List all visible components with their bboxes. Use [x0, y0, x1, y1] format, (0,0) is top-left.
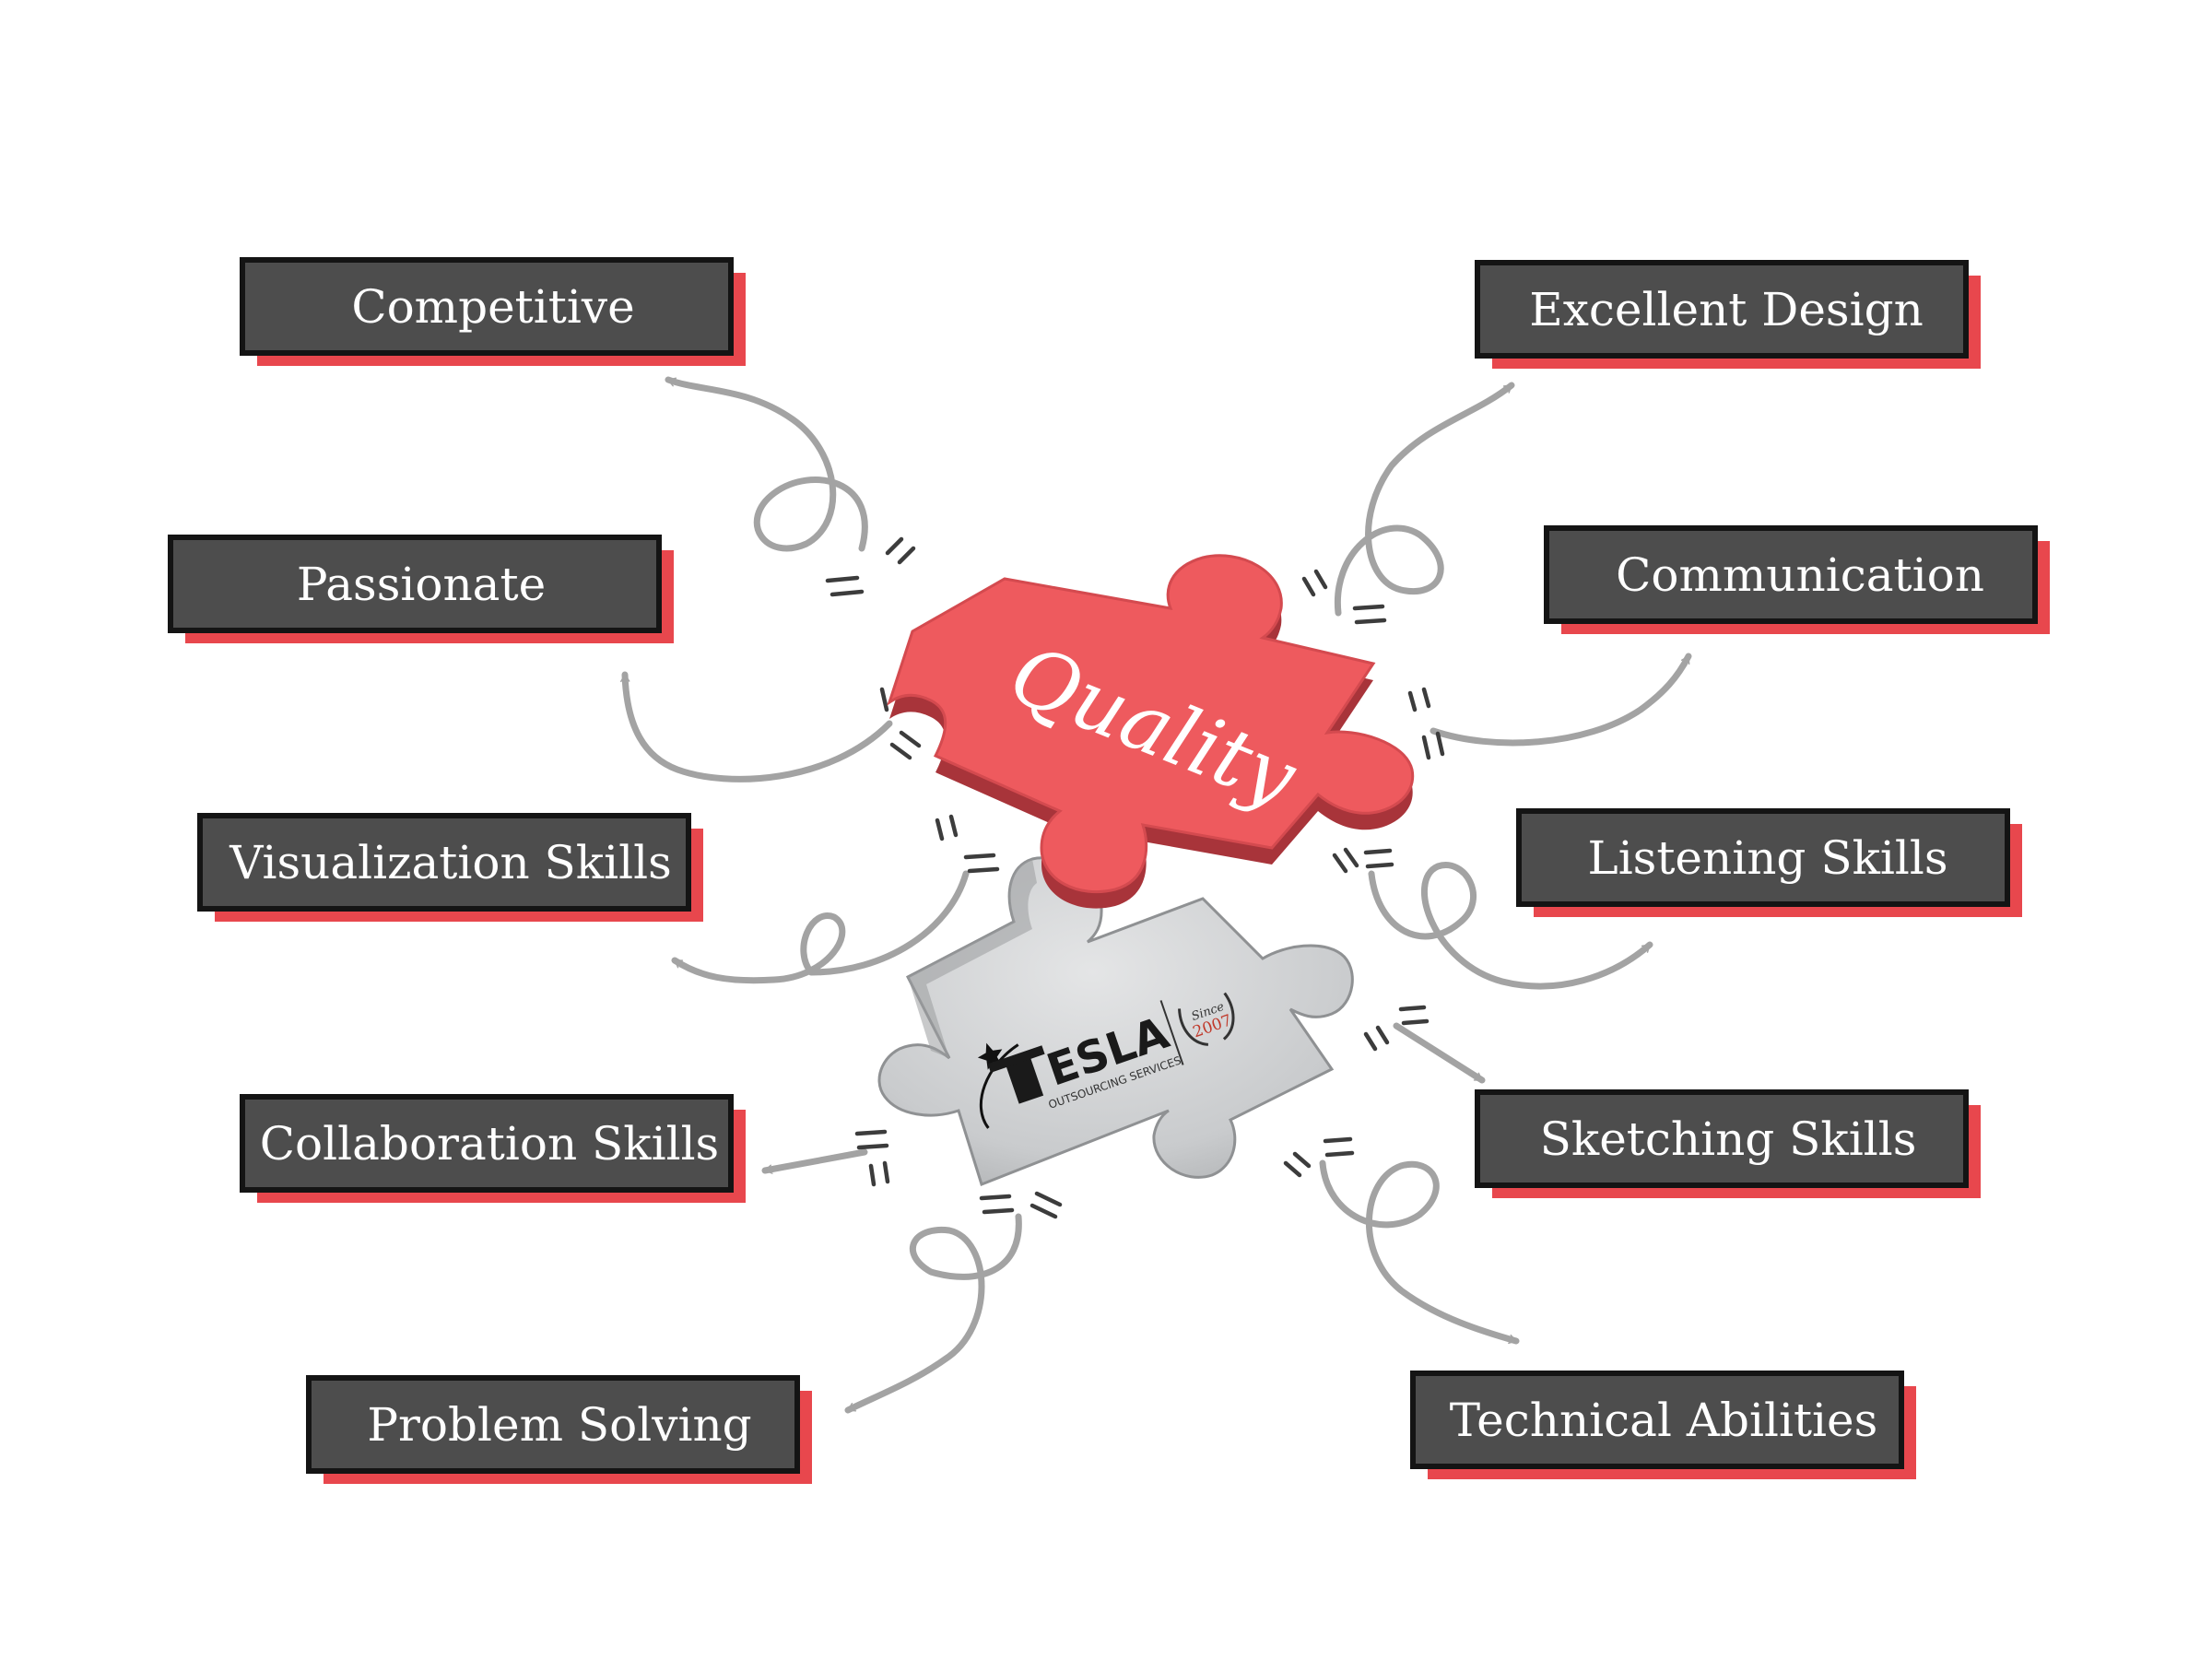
- label-box: [1475, 260, 1969, 359]
- label-excellent-design: Excellent Design: [1475, 260, 1981, 369]
- label-box: [168, 535, 662, 633]
- label-visualization-skills: Visualization Skills: [197, 813, 703, 922]
- tick-mark: [963, 853, 1000, 874]
- logo-swoosh-icon: [979, 1043, 1019, 1129]
- label-box: [1410, 1371, 1904, 1469]
- puzzle-hole-inner-wall: [908, 859, 1037, 1058]
- label-box: [1475, 1089, 1969, 1188]
- arrow-to-problem-solving: [844, 1213, 1022, 1414]
- arrow-to-communication: [1430, 653, 1692, 747]
- logo-laurel-icon: [1178, 992, 1235, 1046]
- label-box: [240, 1094, 734, 1193]
- arrow-to-excellent-design: [1334, 382, 1515, 617]
- arrow-to-technical-abilities: [1319, 1159, 1520, 1345]
- logo-divider: [1159, 1000, 1184, 1065]
- label-technical-abilities: Technical Abilities: [1410, 1371, 1916, 1479]
- label-box: [197, 813, 691, 912]
- label-communication: Communication: [1544, 525, 2050, 634]
- label-text: Sketching Skills: [1540, 1112, 1917, 1166]
- tick-mark: [1363, 1025, 1390, 1052]
- label-text: Problem Solving: [367, 1398, 751, 1452]
- label-text: Technical Abilities: [1450, 1394, 1878, 1447]
- tick-mark: [868, 1160, 890, 1187]
- arrow-to-sketching-skills: [1393, 1022, 1486, 1084]
- label-listening-skills: Listening Skills: [1516, 808, 2022, 917]
- label-collaboration-skills: Collaboration Skills: [240, 1094, 746, 1203]
- logo-t-mark: [1005, 1053, 1044, 1104]
- tick-mark: [1301, 569, 1328, 597]
- label-sketching-skills: Sketching Skills: [1475, 1089, 1981, 1198]
- tick-mark: [1407, 687, 1431, 712]
- motion-ticks: [825, 536, 1445, 1219]
- label-box: [1516, 808, 2010, 907]
- arrow-to-competitive: [665, 376, 868, 552]
- label-text: Collaboration Skills: [260, 1117, 719, 1171]
- tick-mark: [1332, 847, 1359, 874]
- tick-mark: [889, 730, 922, 760]
- tick-mark: [854, 1129, 889, 1150]
- label-text: Competitive: [351, 280, 634, 334]
- label-passionate: Passionate: [168, 535, 674, 643]
- label-problem-solving: Problem Solving: [306, 1375, 812, 1484]
- tick-mark: [885, 536, 916, 565]
- label-box: [306, 1375, 800, 1474]
- arrow-to-visualization-skills: [671, 870, 970, 984]
- arrow-to-listening-skills: [1368, 862, 1653, 990]
- label-text: Passionate: [297, 558, 546, 611]
- label-competitive: Competitive: [240, 257, 746, 366]
- tick-mark: [825, 575, 865, 597]
- label-box: [1544, 525, 2038, 624]
- label-text: Communication: [1616, 548, 1984, 602]
- tick-mark: [1352, 604, 1387, 625]
- quality-puzzle-piece: Quality: [887, 554, 1415, 909]
- tick-mark: [1323, 1136, 1355, 1158]
- puzzle-hole: ESLA OUTSOURCING SERVICES Since 2007: [877, 856, 1354, 1186]
- label-text: Listening Skills: [1587, 831, 1947, 885]
- connector-arrows: [620, 376, 1692, 1414]
- logo-t-bar: [987, 1045, 1045, 1073]
- tick-mark: [1398, 1005, 1430, 1026]
- tick-mark: [1421, 731, 1445, 760]
- tick-mark: [1030, 1191, 1063, 1219]
- arrow-to-passionate: [620, 671, 893, 782]
- label-text: Excellent Design: [1529, 283, 1924, 336]
- tick-mark: [1363, 848, 1394, 869]
- puzzle-piece-top: [887, 554, 1415, 894]
- tick-mark: [979, 1194, 1015, 1215]
- tick-mark: [935, 814, 959, 841]
- label-box: [240, 257, 734, 356]
- label-text: Visualization Skills: [229, 836, 672, 889]
- arrow-to-collaboration-skills: [761, 1148, 868, 1174]
- tick-mark: [1283, 1151, 1312, 1178]
